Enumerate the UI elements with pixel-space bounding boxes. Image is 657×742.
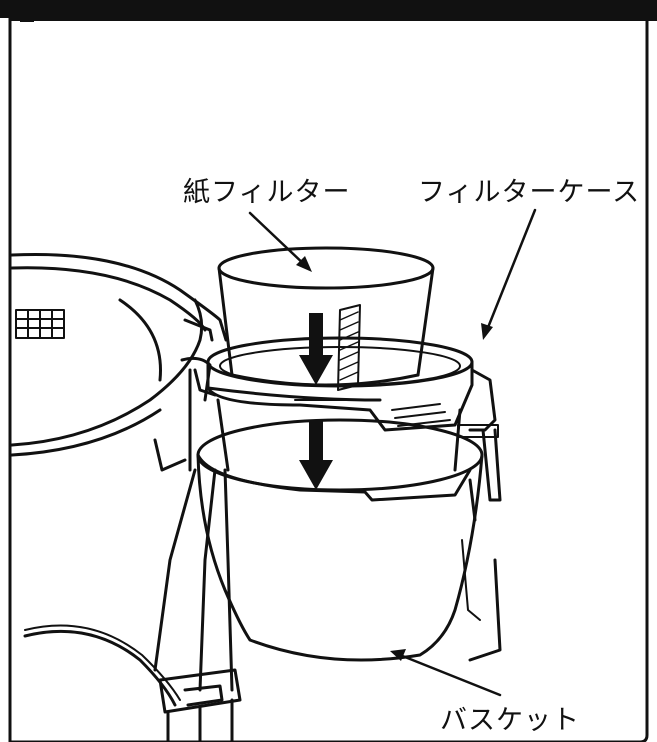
coffee-maker-body bbox=[153, 356, 502, 742]
label-paper-filter: 紙フィルター bbox=[183, 177, 351, 208]
basket-illustration bbox=[196, 418, 484, 662]
label-filter-case: フィルターケース bbox=[418, 177, 641, 208]
coffee-maker-lid bbox=[10, 252, 228, 457]
label-basket: バスケット bbox=[440, 705, 580, 736]
paper-filter-illustration bbox=[217, 246, 435, 391]
header-bar bbox=[0, 0, 657, 18]
power-cord bbox=[23, 630, 177, 707]
leader-lines bbox=[248, 208, 537, 697]
down-arrows bbox=[299, 313, 333, 490]
